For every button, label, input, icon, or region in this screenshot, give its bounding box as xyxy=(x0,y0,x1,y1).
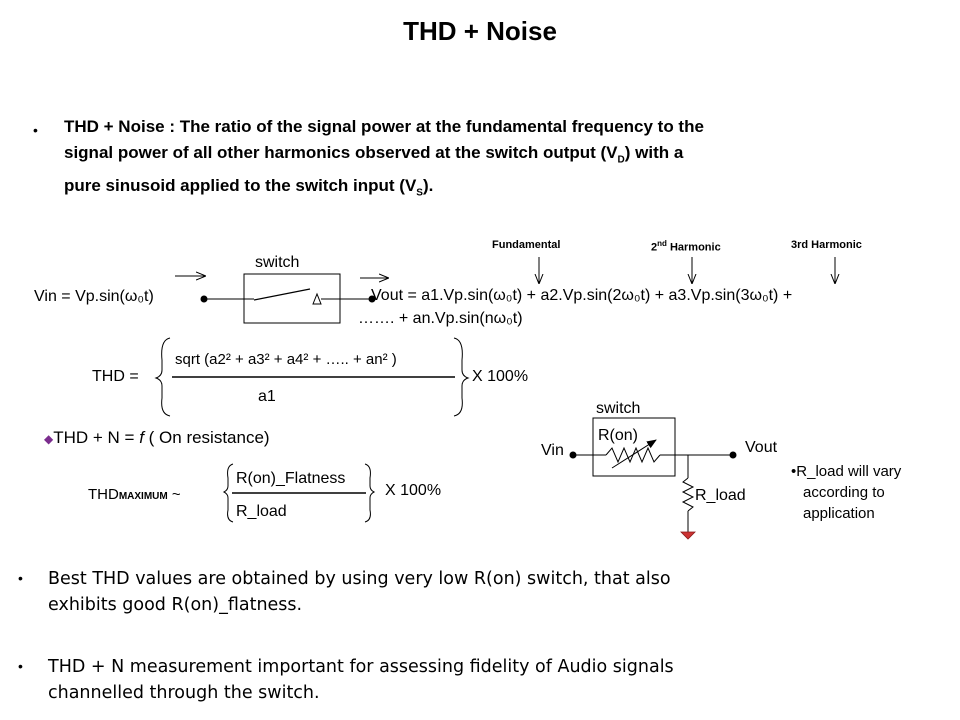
rload-note-text-1: R_load will vary xyxy=(796,463,902,480)
rload-resistor-icon xyxy=(681,477,695,512)
definition-bullet: • xyxy=(33,122,38,138)
input-node xyxy=(200,295,208,303)
subscript-s: S xyxy=(416,187,423,199)
rload-note-line-1: •R_load will vary xyxy=(791,461,901,482)
subscript-d: D xyxy=(617,154,625,166)
thd-label: THD = xyxy=(92,368,139,385)
second-harmonic-num: 2 xyxy=(651,241,658,254)
thd-n-suffix: ( On resistance) xyxy=(143,428,270,447)
bottom-bullet-1-line-2: exhibits good R(on)_flatness. xyxy=(48,595,303,615)
thd-n-function: f xyxy=(139,428,144,447)
bottom-bullet-1-marker: • xyxy=(18,570,23,586)
thd-multiplier: X 100% xyxy=(472,368,529,385)
thd-max-tilde: ~ xyxy=(171,486,181,503)
circuit-vout-node xyxy=(729,451,737,459)
ron-resistor-icon xyxy=(605,446,661,464)
circuit-rload-label: R_load xyxy=(695,487,746,504)
definition-line-3: pure sinusoid applied to the switch inpu… xyxy=(64,173,704,206)
second-harmonic-rest: Harmonic xyxy=(666,241,721,254)
thd-n-line: ◆THD + N = f ( On resistance) xyxy=(44,428,270,448)
thd-left-brace xyxy=(154,337,171,417)
circuit-switch-label: switch xyxy=(596,400,641,417)
thd-n-prefix: THD + N = xyxy=(53,428,140,447)
thd-max-denominator: R_load xyxy=(236,503,287,520)
circuit-vout-label: Vout xyxy=(745,439,778,456)
definition-line-2a: signal power of all other harmonics obse… xyxy=(64,143,618,162)
page-title: THD + Noise xyxy=(403,16,557,46)
definition-line-3a: pure sinusoid applied to the switch inpu… xyxy=(64,176,417,196)
thd-max-multiplier: X 100% xyxy=(385,482,442,499)
diamond-bullet-icon: ◆ xyxy=(44,432,54,446)
switch-blade xyxy=(253,288,311,301)
bottom-bullet-2-line-2: channelled through the switch. xyxy=(48,683,320,703)
thd-max-right-brace xyxy=(364,463,376,523)
bottom-bullet-2-marker: • xyxy=(18,658,23,674)
thd-denominator: a1 xyxy=(258,388,276,405)
bottom-bullet-2-line-1: THD + N measurement important for assess… xyxy=(48,657,674,677)
circuit-vin-label: Vin xyxy=(541,442,564,459)
circuit-ron-label: R(on) xyxy=(598,427,639,444)
vout-equation-line-1: Vout = a1.Vp.sin(ω₀t) + a2.Vp.sin(2ω₀t) … xyxy=(371,287,793,304)
thd-max-main: THD xyxy=(88,486,119,503)
definition-line-1: THD + Noise : The ratio of the signal po… xyxy=(64,117,704,136)
thd-max-left-brace xyxy=(222,463,234,523)
thd-max-numerator: R(on)_Flatness xyxy=(236,470,346,487)
definition-line-2b: ) with a xyxy=(624,143,684,162)
circuit-vin-node xyxy=(569,451,577,459)
thd-right-brace xyxy=(453,337,470,417)
fundamental-label: Fundamental xyxy=(492,239,561,251)
switch-label: switch xyxy=(255,254,300,271)
vin-equation: Vin = Vp.sin(ω₀t) xyxy=(34,288,154,305)
ground-icon xyxy=(680,531,696,540)
second-harmonic-sup: nd xyxy=(657,239,667,248)
bottom-bullet-2: THD + N measurement important for assess… xyxy=(48,654,674,706)
definition-line-3b: ). xyxy=(422,176,434,196)
switch-contact-icon xyxy=(312,292,322,305)
bottom-bullet-1: Best THD values are obtained by using ve… xyxy=(48,566,671,618)
bottom-bullet-1-line-1: Best THD values are obtained by using ve… xyxy=(48,569,671,589)
rload-note-bullet: • xyxy=(791,463,797,480)
definition-line-2: signal power of all other harmonics obse… xyxy=(64,140,704,173)
switch-box xyxy=(243,273,341,324)
definition-text: THD + Noise : The ratio of the signal po… xyxy=(64,114,704,207)
second-harmonic-label: 2nd Harmonic xyxy=(651,239,721,254)
thd-max-sub: MAXIMUM xyxy=(118,491,168,502)
vout-equation-line-2: ……. + an.Vp.sin(nω₀t) xyxy=(358,310,523,327)
rload-note: •R_load will vary according to applicati… xyxy=(791,461,901,524)
third-harmonic-label: 3rd Harmonic xyxy=(791,239,862,251)
rload-note-line-2: according to xyxy=(803,484,885,501)
thd-max-label: THDMAXIMUM ~ xyxy=(88,486,181,503)
rload-note-line-3: application xyxy=(803,505,875,522)
thd-numerator: sqrt (a2² + a3² + a4² + ….. + an² ) xyxy=(175,351,397,368)
